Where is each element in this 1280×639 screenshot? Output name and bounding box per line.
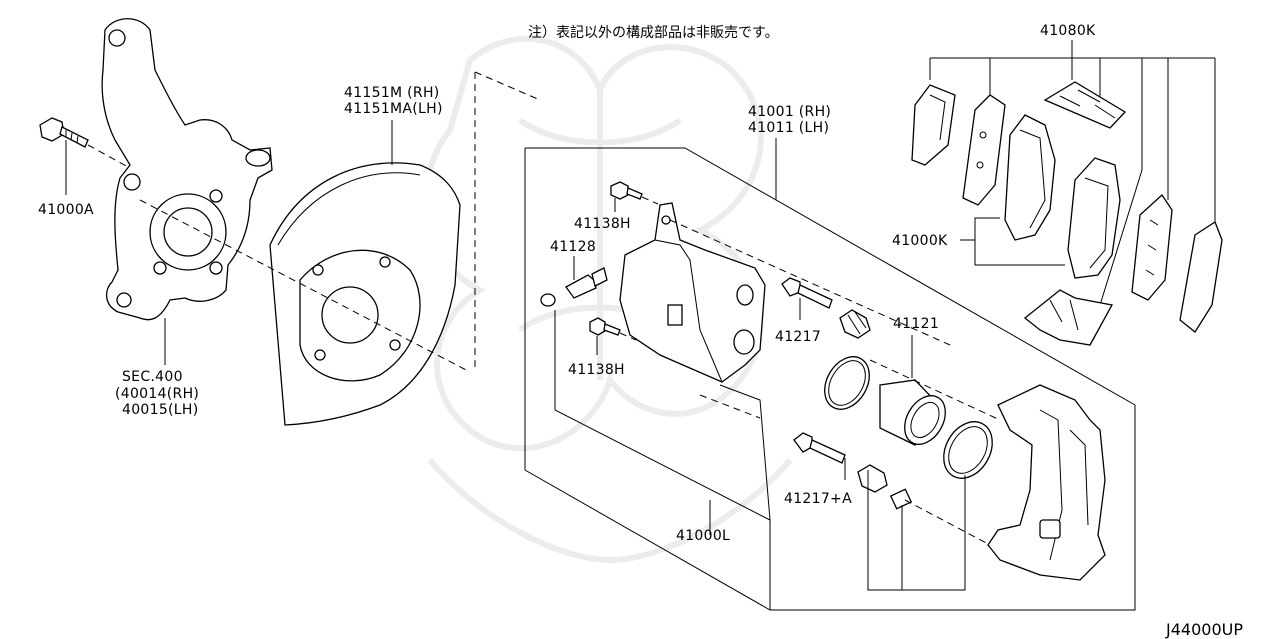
watermark-emblem [423, 35, 793, 564]
label-sec-lh[interactable]: 40015(LH) [122, 402, 199, 418]
pad-shim-right[interactable] [1131, 194, 1173, 301]
dust-shield[interactable] [269, 120, 461, 426]
caliper-axis [669, 219, 951, 346]
bleeder-screw[interactable] [565, 256, 608, 299]
labels: 注）表記以外の構成部品は非販売です。 41000A SEC.400 (40014… [38, 23, 1243, 639]
knuckle-bolt-axis [87, 144, 131, 169]
caliper-bracket[interactable] [987, 384, 1106, 581]
label-41217a[interactable]: 41217+A [784, 491, 852, 507]
pin-boot[interactable] [839, 309, 871, 339]
bleeder-top-axis [641, 196, 659, 205]
caliper-axis-lower [699, 394, 761, 419]
label-41080k[interactable]: 41080K [1040, 23, 1096, 39]
guide-pin[interactable] [781, 277, 833, 320]
callout-lines [709, 470, 966, 591]
brake-pad-outer[interactable] [1067, 157, 1121, 279]
pad-wear-indicator-clips[interactable] [1043, 81, 1127, 129]
steering-knuckle[interactable] [101, 18, 273, 321]
diagram-code: J44000UP [1165, 620, 1243, 639]
pad-shim-left[interactable] [911, 84, 956, 166]
label-41121[interactable]: 41121 [893, 316, 939, 332]
knuckle-bolt[interactable] [39, 117, 89, 195]
label-41138h-bottom[interactable]: 41138H [568, 362, 625, 378]
bleeder-bottom-axis [619, 332, 637, 341]
bleeder-cap[interactable] [540, 293, 556, 307]
hub-axis-upper [474, 71, 541, 101]
bleeder-bolt-top[interactable] [610, 181, 643, 212]
piston-seal[interactable] [816, 349, 879, 417]
label-41000l[interactable]: 41000L [676, 528, 730, 544]
piston[interactable] [879, 335, 954, 452]
caliper-assembly-frame [524, 147, 1136, 611]
brake-pad-inner[interactable] [1004, 114, 1056, 241]
piston-boot[interactable] [934, 413, 1002, 487]
label-41138h-top[interactable]: 41138H [574, 216, 631, 232]
caliper-body[interactable] [619, 202, 766, 383]
label-41128[interactable]: 41128 [550, 239, 596, 255]
label-41011[interactable]: 41011 (LH) [748, 120, 829, 136]
label-sec-title[interactable]: SEC.400 [122, 369, 183, 385]
label-41000k[interactable]: 41000K [892, 233, 948, 249]
pad-shim-outer[interactable] [1179, 221, 1223, 333]
hub-axis [139, 199, 471, 373]
label-41217[interactable]: 41217 [775, 329, 821, 345]
pad-retainer-clip[interactable] [1023, 289, 1114, 346]
label-41151m[interactable]: 41151M (RH) [344, 85, 440, 101]
label-41151ma[interactable]: 41151MA(LH) [344, 101, 443, 117]
guide-pin-kit[interactable] [793, 432, 913, 510]
label-41001[interactable]: 41001 (RH) [748, 104, 831, 120]
note-text: 注）表記以外の構成部品は非販売です。 [528, 24, 779, 41]
label-41000a[interactable]: 41000A [38, 202, 94, 218]
pin-kit-axis [904, 499, 991, 546]
bleeder-bolt-bottom[interactable] [589, 317, 621, 355]
label-sec-rh[interactable]: (40014(RH) [115, 386, 199, 402]
pad-anti-squeal-shim[interactable] [962, 94, 1006, 206]
